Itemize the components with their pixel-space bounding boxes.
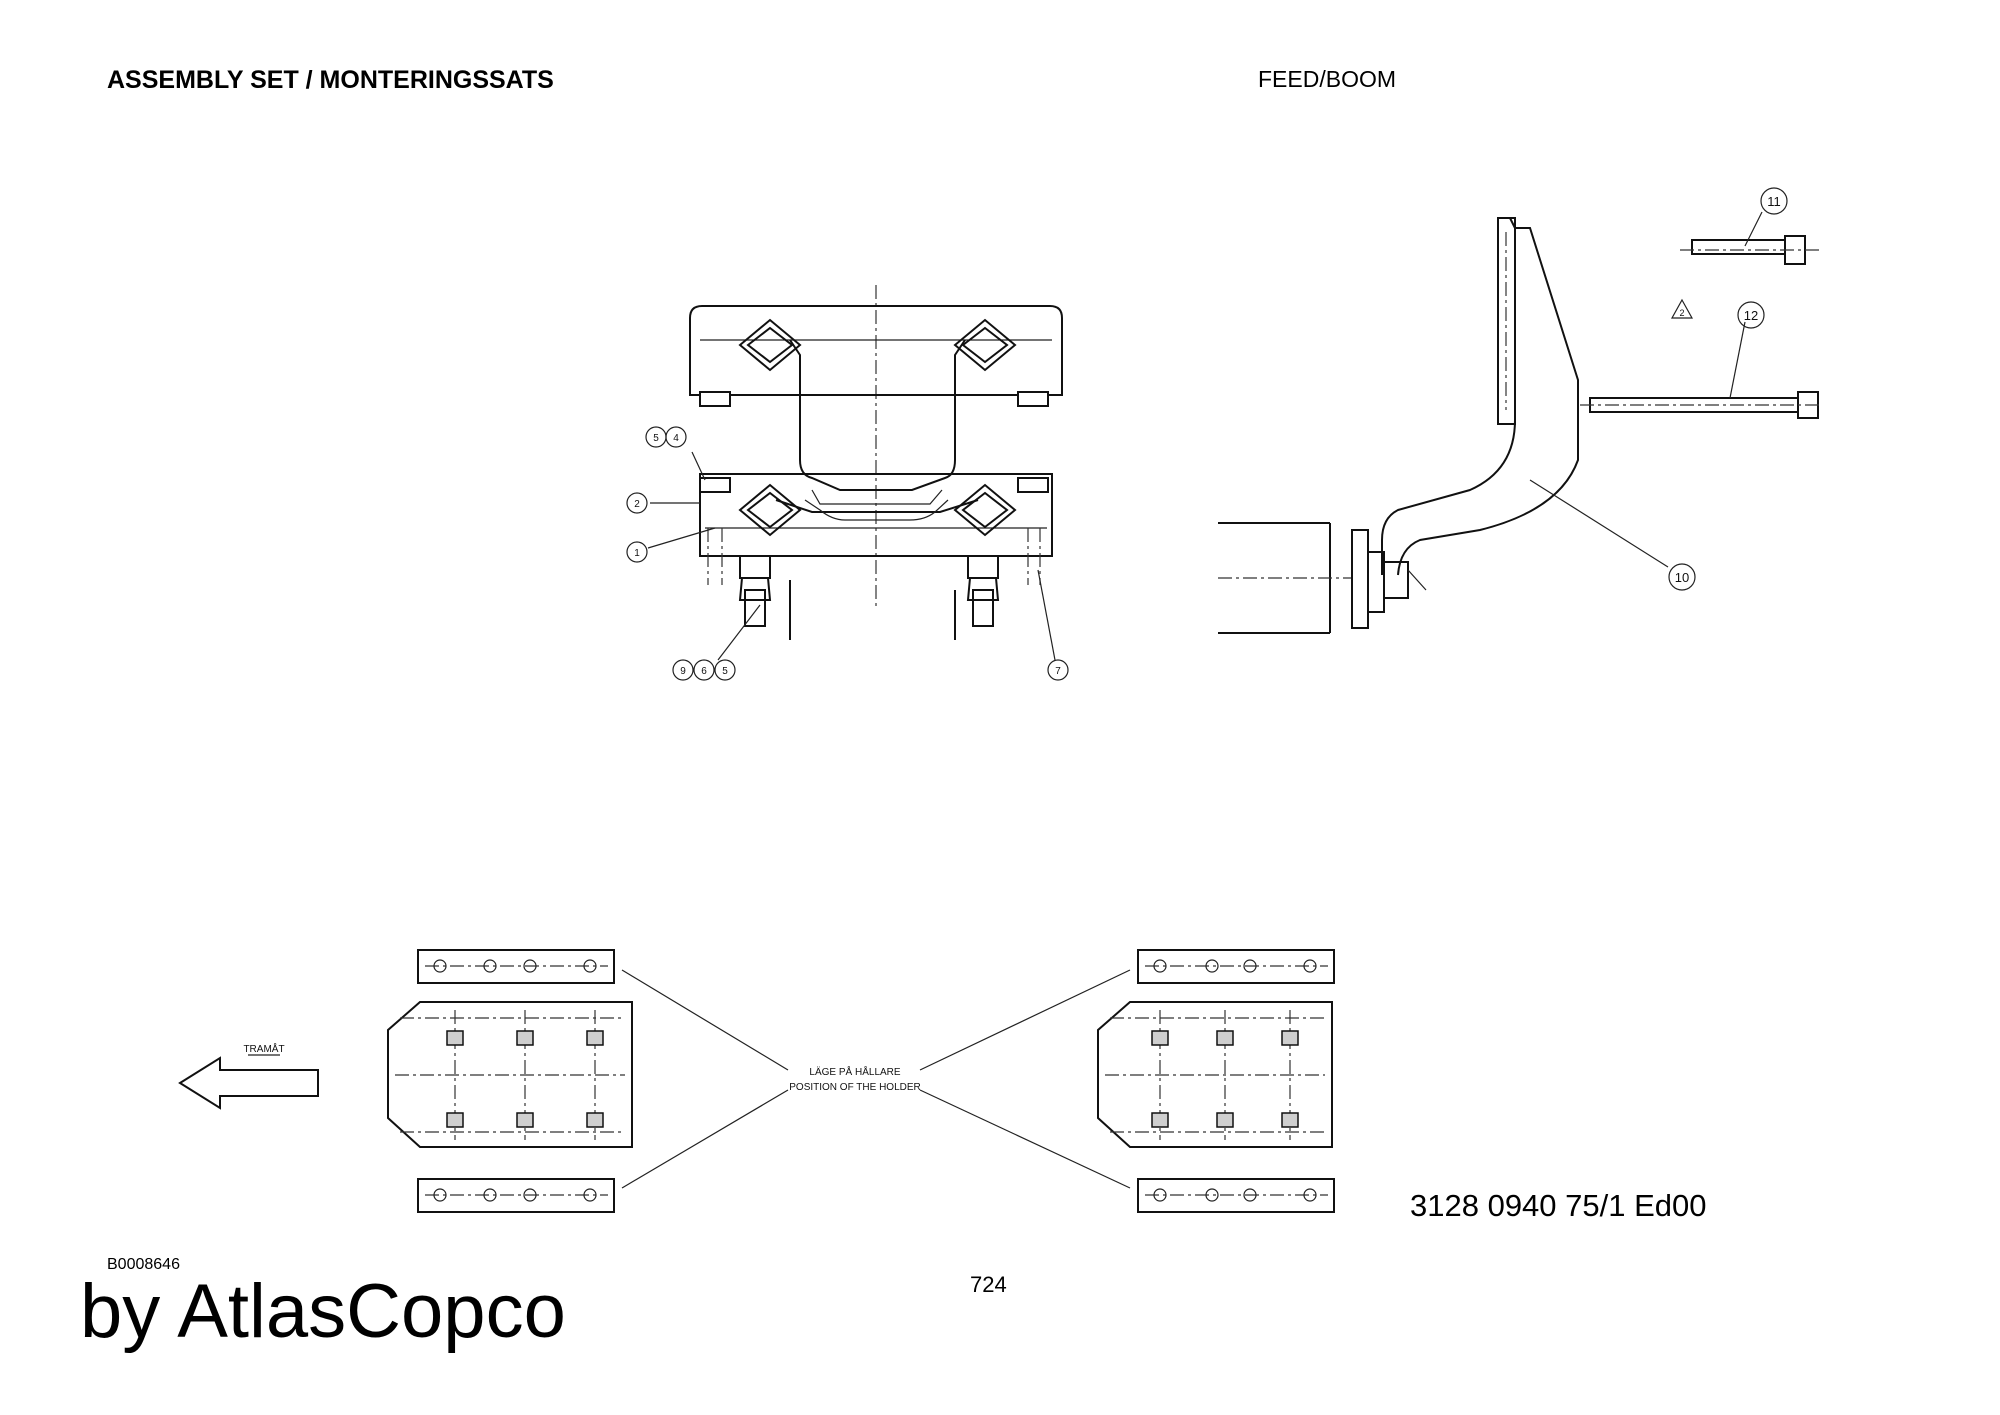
page-number: 724 xyxy=(970,1272,1007,1297)
callout-9: 9 xyxy=(680,666,686,677)
callout-1: 1 xyxy=(634,548,640,559)
callout-2: 2 xyxy=(634,499,640,510)
position-note-sv: LÄGE PÅ HÅLLARE xyxy=(809,1065,900,1078)
callout-12: 12 xyxy=(1744,308,1758,323)
position-note-en: POSITION OF THE HOLDER xyxy=(789,1082,921,1093)
callout-7: 7 xyxy=(1055,666,1061,677)
document-title: ASSEMBLY SET / MONTERINGSSATS xyxy=(107,66,554,94)
callout-11: 11 xyxy=(1767,194,1781,209)
direction-label: TRAMÅT xyxy=(243,1042,284,1055)
drawing-number: 3128 0940 75/1 Ed00 xyxy=(1410,1188,1707,1223)
note-marker: 2 xyxy=(1679,308,1684,318)
holder-position-views: TRAMÅT xyxy=(178,949,1335,1213)
callout-5: 5 xyxy=(653,433,659,444)
bracket-view: 2 11 12 10 xyxy=(1218,187,1820,634)
callout-4: 4 xyxy=(673,433,679,444)
section-label: FEED/BOOM xyxy=(1258,66,1397,92)
callout-10: 10 xyxy=(1675,570,1689,585)
callout-5b: 5 xyxy=(722,666,728,677)
callout-6: 6 xyxy=(701,666,707,677)
cross-section-view: 5 4 2 1 9 6 5 7 xyxy=(626,285,1069,681)
brand-watermark: by AtlasCopco xyxy=(80,1269,566,1354)
figure-code: B0008646 xyxy=(107,1256,180,1273)
